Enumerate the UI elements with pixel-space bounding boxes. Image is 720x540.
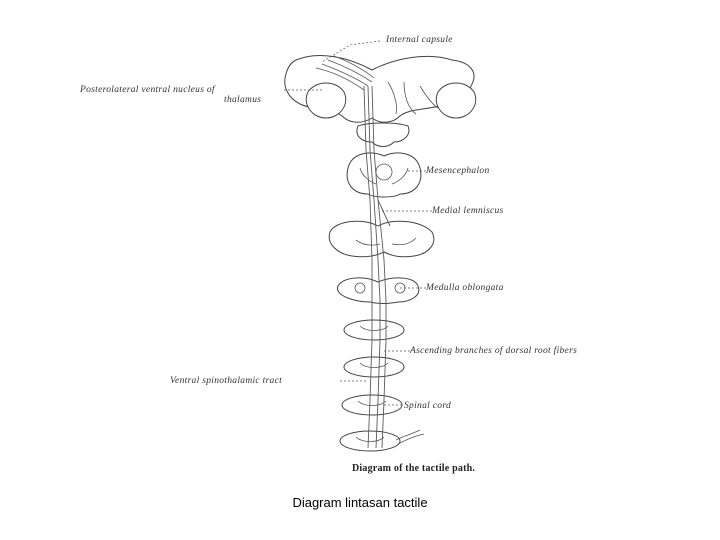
label-posterolateral-line2: thalamus xyxy=(224,95,261,105)
spinal-segment-4 xyxy=(339,429,425,452)
figure-caption: Diagram of the tactile path. xyxy=(352,463,475,474)
label-medial-lemniscus: Medial lemniscus xyxy=(431,206,504,216)
tactile-tracts xyxy=(363,85,391,449)
label-ascending-branches: Ascending branches of dorsal root fibers xyxy=(409,345,577,356)
spinal-segment-1 xyxy=(343,319,405,341)
spinal-segment-2 xyxy=(343,356,405,378)
slide-caption: Diagram lintasan tactile xyxy=(292,495,428,510)
label-posterolateral-line1: Posterolateral ventral nucleus of xyxy=(79,84,216,95)
medulla-oblongata-section xyxy=(337,277,420,304)
leader-lines xyxy=(284,40,432,406)
label-medulla-oblongata: Medulla oblongata xyxy=(425,283,504,293)
label-internal-capsule: Internal capsule xyxy=(385,35,453,45)
mesencephalon-section xyxy=(346,152,422,198)
label-mesencephalon: Mesencephalon xyxy=(425,166,490,176)
label-ventral-spinothalamic: Ventral spinothalamic tract xyxy=(170,376,282,386)
label-spinal-cord: Spinal cord xyxy=(404,401,451,411)
thalamus-section xyxy=(284,54,477,147)
